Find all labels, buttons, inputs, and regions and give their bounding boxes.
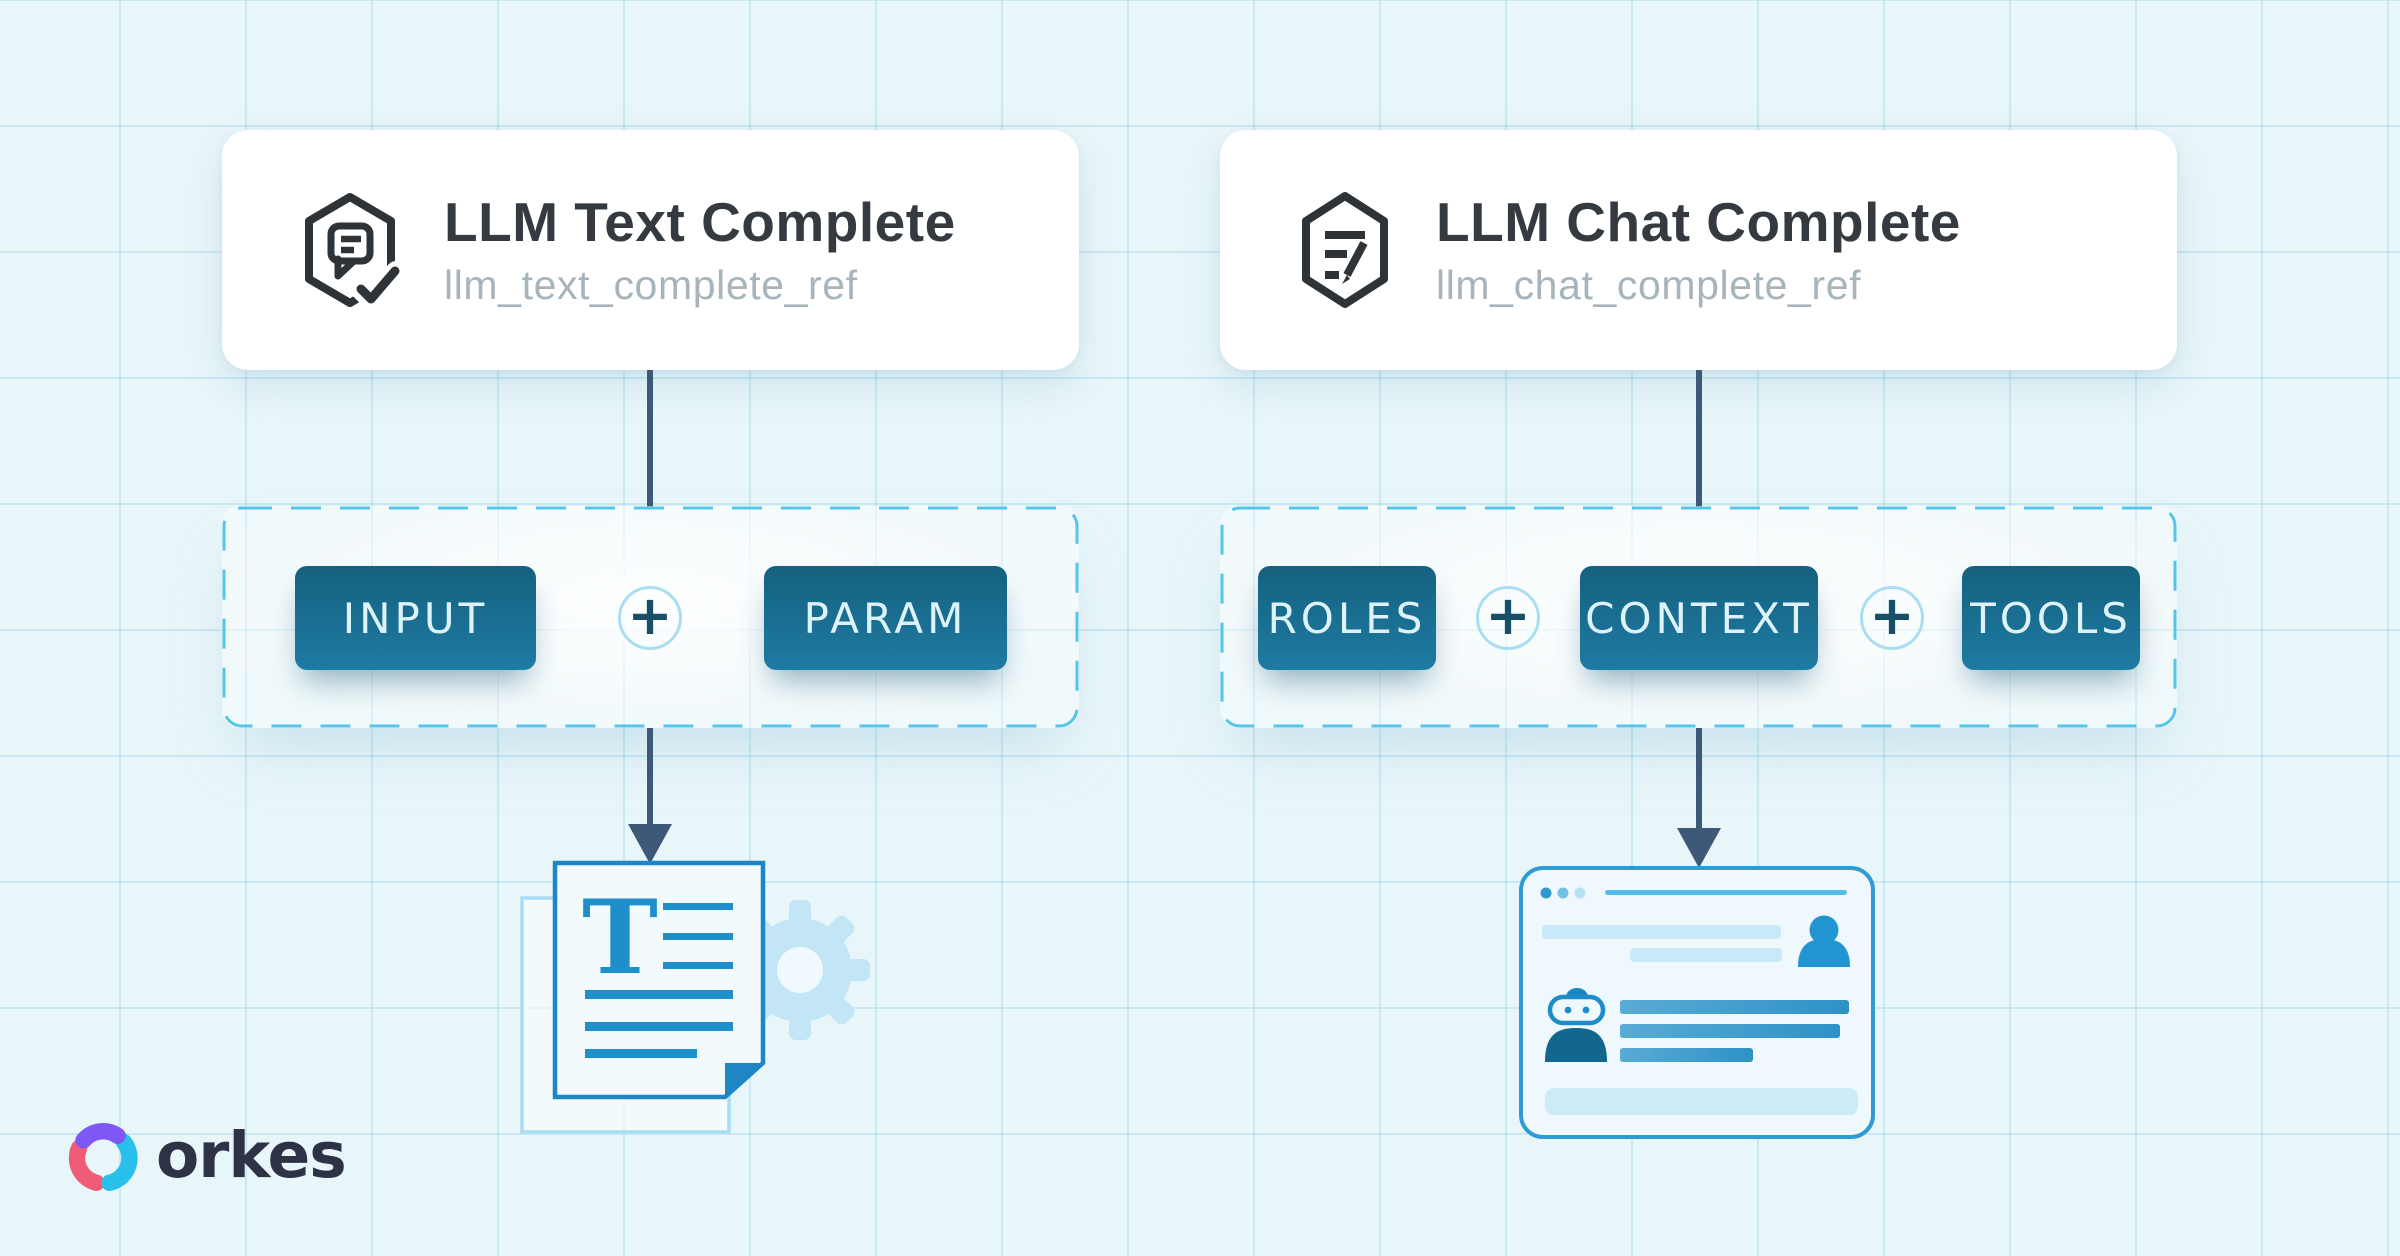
plus-icon: + <box>618 586 682 650</box>
card-reference-name: llm_chat_complete_ref <box>1436 262 1862 309</box>
chat-check-hexagon-icon <box>305 193 400 309</box>
gear-icon <box>730 900 870 1040</box>
arrow-down-icon <box>628 824 672 864</box>
chat-window-illustration <box>1519 866 1875 1139</box>
plus-icon: + <box>1860 586 1924 650</box>
chat-edit-hexagon-icon <box>1302 192 1388 308</box>
tag-chip-context: CONTEXT <box>1580 566 1818 670</box>
folded-corner <box>725 1063 763 1097</box>
window-dots <box>1540 887 1586 899</box>
tag-chip-roles: ROLES <box>1258 566 1436 670</box>
task-card-llm-text-complete: LLM Text Complete llm_text_complete_ref <box>222 130 1079 370</box>
roles-context-tools-group: ROLES + CONTEXT + TOOLS <box>1220 506 2177 728</box>
task-card-llm-chat-complete: LLM Chat Complete llm_chat_complete_ref <box>1220 130 2177 370</box>
connector-line <box>1696 728 1702 830</box>
connector-line <box>647 370 653 508</box>
chat-input-bar <box>1545 1088 1858 1115</box>
card-text-block: LLM Chat Complete llm_chat_complete_ref <box>1436 191 1961 309</box>
orkes-logo-text: orkes <box>156 1118 347 1192</box>
dashed-border <box>1220 506 2177 728</box>
tag-chip-tools: TOOLS <box>1962 566 2140 670</box>
card-title: LLM Chat Complete <box>1436 190 1961 253</box>
bot-message-bars <box>1620 1000 1849 1062</box>
plus-icon: + <box>1476 586 1540 650</box>
dashed-border <box>222 506 1079 728</box>
robot-avatar-icon <box>1545 988 1607 1062</box>
user-message-bars <box>1542 925 1782 962</box>
card-title: LLM Text Complete <box>444 190 956 253</box>
input-param-group: INPUT + PARAM <box>222 506 1079 728</box>
document-text-lines <box>585 903 733 1058</box>
tag-chip-param: PARAM <box>764 566 1007 670</box>
tag-chip-input: INPUT <box>295 566 536 670</box>
user-avatar-icon <box>1798 915 1850 967</box>
orkes-logo-mark-icon <box>68 1123 138 1191</box>
connector-line <box>647 728 653 828</box>
card-text-block: LLM Text Complete llm_text_complete_ref <box>444 191 956 309</box>
connector-line <box>1696 370 1702 508</box>
text-document-illustration: T <box>520 860 870 1134</box>
card-reference-name: llm_text_complete_ref <box>444 262 858 309</box>
orkes-logo: orkes <box>62 1112 347 1198</box>
arrow-down-icon <box>1677 828 1721 868</box>
title-bar-line <box>1605 890 1847 895</box>
document-letter: T <box>582 878 658 998</box>
